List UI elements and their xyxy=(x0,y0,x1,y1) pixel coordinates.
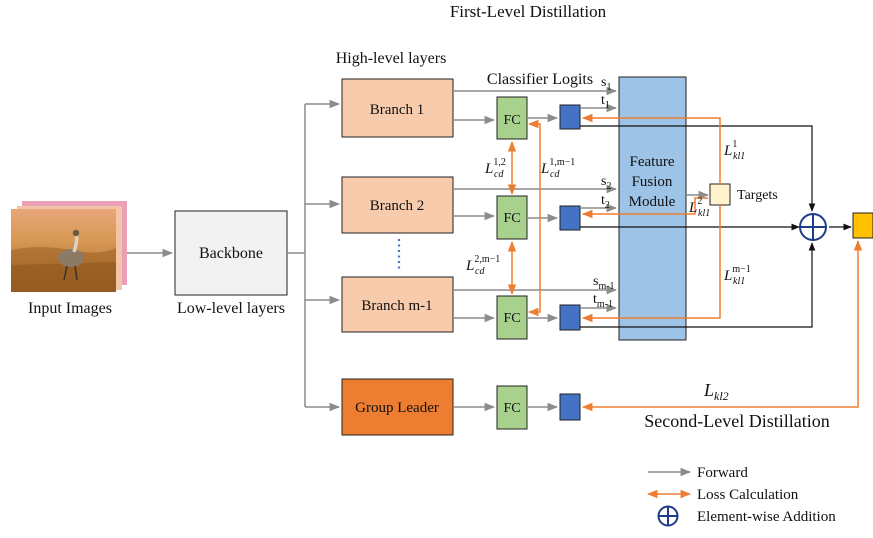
signal-t1: t1 xyxy=(601,93,610,111)
legend: Forward Loss Calculation Element-wise Ad… xyxy=(646,465,836,527)
legend-forward-label: Forward xyxy=(697,465,748,481)
fc-label-2: FC xyxy=(503,211,520,226)
input-images-label: Input Images xyxy=(28,300,112,317)
legend-addition-label: Element-wise Addition xyxy=(697,509,836,525)
signal-t2: t2 xyxy=(601,193,610,211)
branch-m1-block xyxy=(341,276,454,333)
backbone-block xyxy=(174,210,288,296)
fc-label-1: FC xyxy=(503,113,520,128)
branch-m1-label: Branch m-1 xyxy=(361,298,432,314)
element-wise-addition-icon xyxy=(799,213,827,241)
branch-2-block xyxy=(341,176,454,234)
targets-label: Targets xyxy=(737,188,778,203)
fusion-label-line2: Fusion xyxy=(632,174,673,190)
logit-block-1 xyxy=(559,104,581,130)
branch-1-label: Branch 1 xyxy=(370,102,425,118)
signal-tm1: tm-1 xyxy=(593,292,613,310)
legend-loss-label: Loss Calculation xyxy=(697,487,799,503)
logit-block-leader xyxy=(559,393,581,421)
legend-addition-icon xyxy=(657,505,679,527)
logit-block-3 xyxy=(559,304,581,331)
fc-block-2 xyxy=(496,195,528,240)
fc-block-3 xyxy=(496,295,528,340)
ensemble-output-block xyxy=(852,212,873,239)
targets-block xyxy=(709,183,731,206)
backbone-label: Backbone xyxy=(199,245,263,262)
fc-label-leader: FC xyxy=(503,401,520,416)
low-level-layers-label: Low-level layers xyxy=(177,300,285,317)
loss-path-kl2 xyxy=(581,239,863,412)
branch-2-label: Branch 2 xyxy=(370,198,425,214)
forward-arrows-branches-fc xyxy=(453,115,496,412)
high-level-layers-label: High-level layers xyxy=(336,50,447,67)
fusion-label-line1: Feature xyxy=(630,154,675,170)
fusion-label-line3: Module xyxy=(629,194,676,210)
first-level-title: First-Level Distillation xyxy=(450,2,607,21)
branch-1-block xyxy=(341,78,454,138)
forward-arrows-backbone-branches xyxy=(287,99,341,412)
fc-block-1 xyxy=(496,96,528,140)
second-level-title: Second-Level Distillation xyxy=(644,411,829,431)
loss-paths-cd xyxy=(507,119,541,317)
signal-s2: s2 xyxy=(601,174,611,192)
loss-label-kl2: Lkl2 xyxy=(703,380,729,403)
classifier-logits-label: Classifier Logits xyxy=(487,71,593,88)
input-image-icon xyxy=(11,201,127,292)
fc-label-3: FC xyxy=(503,311,520,326)
group-leader-label: Group Leader xyxy=(355,400,439,416)
logit-block-2 xyxy=(559,205,581,231)
signal-s1: s1 xyxy=(601,75,611,93)
